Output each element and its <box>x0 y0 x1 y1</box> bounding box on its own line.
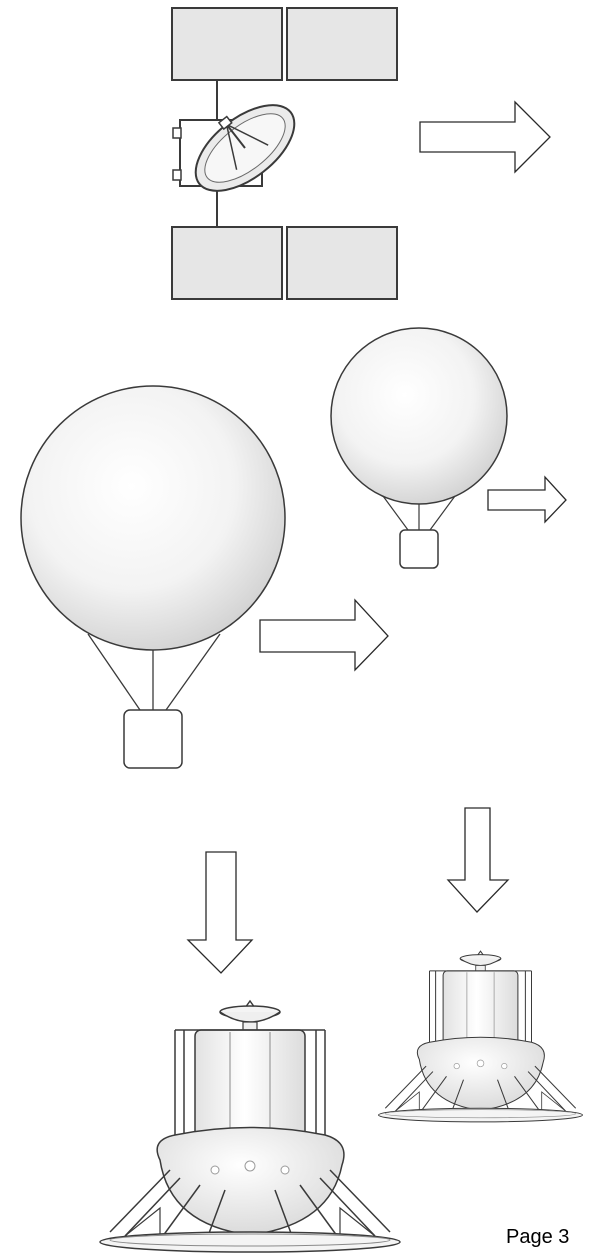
solar-panel-top-left <box>171 7 283 81</box>
balloon-gondola <box>399 529 439 569</box>
outline-arrow-icon <box>186 851 254 974</box>
lander-icon <box>377 950 584 1123</box>
outline-arrow-icon <box>259 598 389 672</box>
outline-arrow-icon <box>487 475 567 524</box>
balloon-icon <box>20 385 286 769</box>
balloon-gondola <box>123 709 183 769</box>
lander-icon <box>99 1000 401 1253</box>
balloon-icon <box>330 327 508 569</box>
satellite-dish <box>194 104 296 192</box>
solar-panel-bottom-left <box>171 226 283 300</box>
outline-arrow-icon <box>419 100 551 174</box>
solar-panel-top-right <box>286 7 398 81</box>
outline-arrow-icon <box>446 807 510 913</box>
satellite-icon <box>150 0 405 302</box>
solar-panel-bottom-right <box>286 226 398 300</box>
page-number: Page 3 <box>506 1226 570 1248</box>
